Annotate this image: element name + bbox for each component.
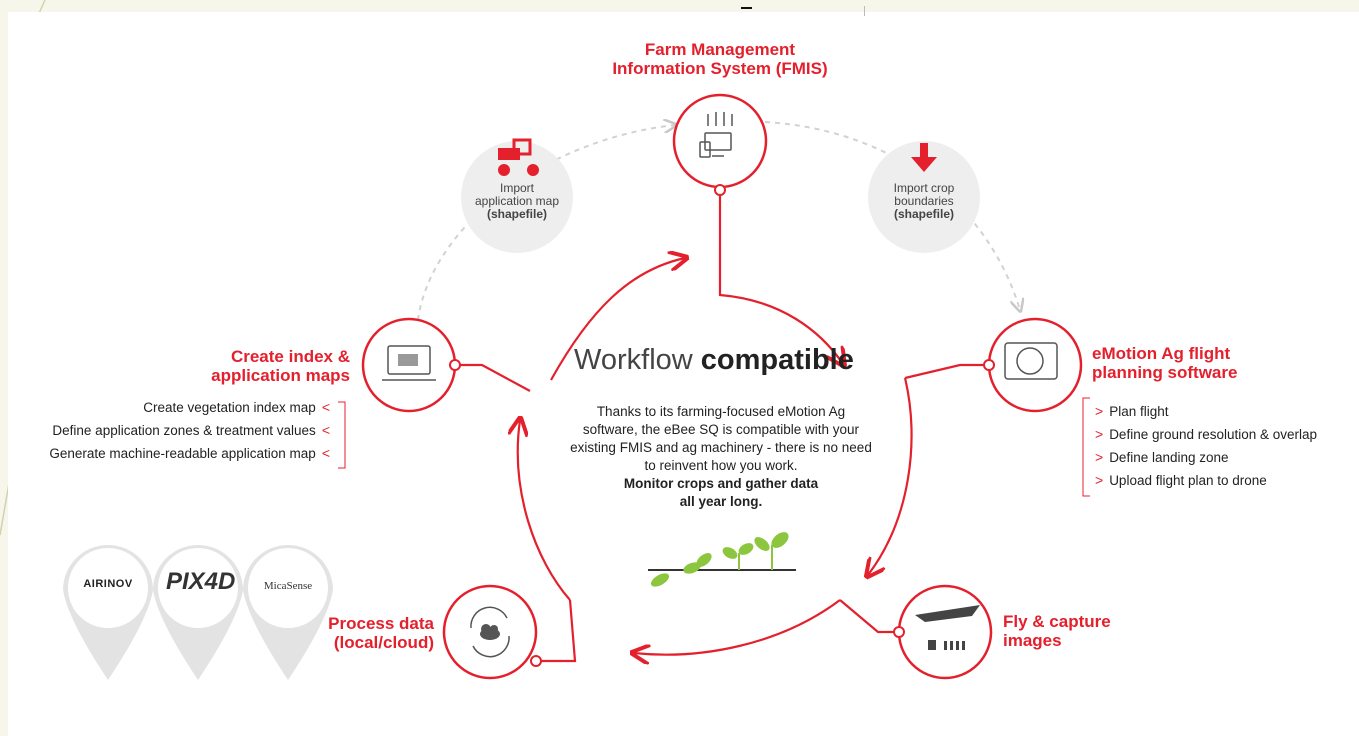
down-arrow-icon	[920, 143, 928, 159]
list-item: >Plan flight	[1095, 403, 1169, 419]
cloud-sync-icon	[470, 606, 510, 658]
process-title: Process data(local/cloud)	[328, 614, 434, 652]
pix4d-logo: PIX4D	[166, 568, 236, 595]
drone-icon	[915, 605, 980, 650]
create-title: Create index &application maps	[211, 347, 350, 385]
list-item: >Define landing zone	[1095, 449, 1229, 465]
import-application-bubble	[461, 138, 573, 253]
emotion-steps-list: >Plan flight >Define ground resolution &…	[1089, 400, 1351, 492]
airinov-logo: AIRINOV	[83, 578, 133, 590]
partner-pins	[63, 545, 333, 680]
center-title: Workflow compatible	[574, 344, 854, 376]
node-connectors	[455, 190, 989, 663]
list-item: Generate machine-readable application ma…	[49, 445, 330, 461]
center-body: Thanks to its farming-focused eMotion Ag…	[570, 404, 872, 509]
list-item: >Upload flight plan to drone	[1095, 472, 1267, 488]
micasense-logo: MicaSense	[263, 580, 313, 592]
list-item: Create vegetation index map<	[143, 399, 330, 415]
inner-cycle-arcs	[518, 246, 913, 655]
tablet-map-icon	[1004, 342, 1058, 380]
fly-node	[893, 584, 993, 680]
top-mark	[741, 7, 752, 9]
plants-illustration	[648, 532, 796, 587]
laptop-map-icon	[382, 345, 436, 381]
create-list-bracket	[338, 401, 346, 469]
fmis-node	[672, 93, 768, 196]
list-item: >Define ground resolution & overlap	[1095, 426, 1318, 442]
process-node	[442, 584, 542, 680]
list-item: Define application zones & treatment val…	[52, 422, 330, 438]
wheat-and-devices-icon	[699, 112, 733, 158]
emotion-list-bracket	[1082, 397, 1090, 497]
import-crop-bubble	[868, 141, 980, 253]
create-steps-list: Create vegetation index map< Define appl…	[10, 396, 336, 465]
create-node	[361, 317, 461, 413]
top-tick	[864, 6, 865, 16]
emotion-node	[983, 317, 1083, 413]
